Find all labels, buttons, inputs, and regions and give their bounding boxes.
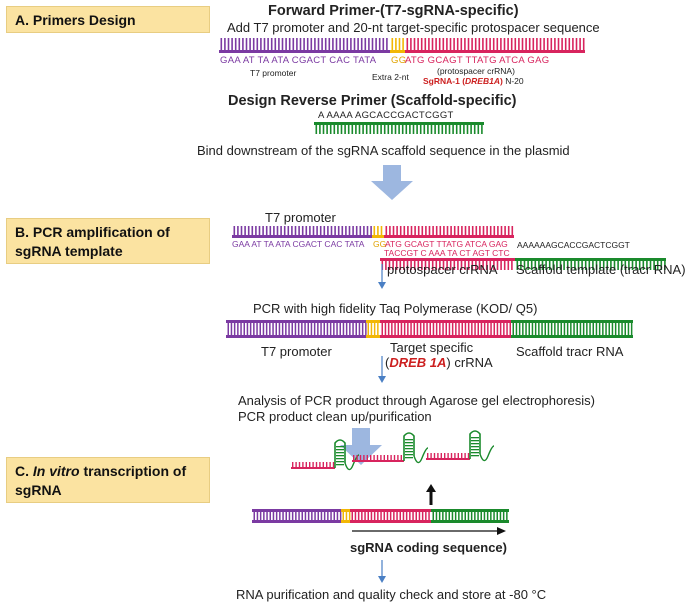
template-crrna-segment xyxy=(350,509,431,523)
amp-extra-segment xyxy=(372,226,384,238)
forward-label-extra: Extra 2-nt xyxy=(372,72,409,82)
section-c-suffix: transcription of xyxy=(79,463,187,479)
forward-seq-purple: GAA AT TA ATA CGACT CAC TATA xyxy=(220,55,377,66)
final-step-text: RNA purification and quality check and s… xyxy=(236,587,547,602)
forward-label-protospacer: (protospacer crRNA) xyxy=(437,66,515,76)
pcr-product-target-line2: (DREB 1A) crRNA xyxy=(385,355,493,370)
forward-label-sgrna: SgRNA-1 (DREB1A) N-20 xyxy=(423,76,524,86)
pcr-product-target-line1: Target specific xyxy=(390,340,474,355)
pcr-product-t7-label: T7 promoter xyxy=(261,344,332,359)
product-t7-segment xyxy=(226,320,367,338)
sgrna-gene: DREB1A xyxy=(465,76,500,86)
small-arrow-1 xyxy=(378,264,386,289)
reverse-primer-caption: Bind downstream of the sgRNA scaffold se… xyxy=(197,143,570,158)
amp-t7-segment xyxy=(232,226,372,238)
reverse-primer-strip xyxy=(314,122,484,134)
small-arrow-2 xyxy=(378,356,386,383)
small-arrow-3 xyxy=(378,560,386,583)
section-b-line1: B. PCR amplification of xyxy=(15,224,170,240)
pcr-amp-t7-label: T7 promoter xyxy=(265,210,336,225)
section-label-primers-design: A. Primers Design xyxy=(6,6,210,33)
section-a-text: A. Primers Design xyxy=(15,12,136,28)
pcr-amp-top-strip xyxy=(232,226,514,238)
section-b-line2: sgRNA template xyxy=(15,243,123,259)
pcr-amp-seq-top-pink: ATG GCAGT TTATG ATCA GAG xyxy=(385,239,508,249)
reverse-primer-title: Design Reverse Primer (Scaffold-specific… xyxy=(228,93,517,109)
section-label-in-vitro-transcription: C. In vitro transcription of sgRNA xyxy=(6,457,210,503)
fwd-protospacer-segment xyxy=(405,38,585,53)
template-scaffold-segment xyxy=(431,509,509,523)
coding-sequence-arrow xyxy=(352,527,506,535)
forward-primer-title: Forward Primer-(T7-sgRNA-specific) xyxy=(268,3,519,19)
transcription-up-arrow xyxy=(426,484,436,505)
forward-label-t7: T7 promoter xyxy=(250,68,297,78)
analysis-line1: Analysis of PCR product through Agarose … xyxy=(238,393,595,408)
down-arrow-2 xyxy=(340,428,382,465)
section-c-line1: C. In vitro transcription of xyxy=(15,462,201,481)
sgrna-product-1 xyxy=(291,439,360,471)
forward-primer-strip xyxy=(219,38,585,53)
down-arrow-1 xyxy=(371,165,413,200)
forward-primer-subtitle: Add T7 promoter and 20-nt target-specifi… xyxy=(227,20,600,35)
amp-bottom-pink-segment xyxy=(380,258,515,270)
section-c-line2: sgRNA xyxy=(15,482,62,498)
sgrna-product-2 xyxy=(352,432,429,464)
pcr-amp-bottom-strip xyxy=(380,258,666,270)
pcr-amp-scaffold-label: Scaffold template (tracr RNA) xyxy=(516,262,685,277)
sgrna-molecule-3 xyxy=(426,430,495,462)
pcr-amp-seq-top-purple: GAA AT TA ATA CGACT CAC TATA xyxy=(232,239,365,249)
sgrna-molecule-2 xyxy=(352,432,429,464)
pcr-amp-seq-bottom-green: AAAAAAGCACCGACTCGGT xyxy=(517,240,630,250)
pcr-amp-protospacer-label: protospacer crRNA xyxy=(387,262,498,277)
sgrna-n20: N-20 xyxy=(502,76,524,86)
sgrna-product-3 xyxy=(426,430,495,462)
section-c-italic: In vitro xyxy=(32,463,80,479)
product-crrna-segment xyxy=(380,320,511,338)
template-dna-strip xyxy=(252,509,509,523)
target-open: ( xyxy=(385,355,390,370)
target-close: ) crRNA xyxy=(446,355,493,370)
sgrna-suffix: ) xyxy=(499,76,503,86)
pcr-amp-seq-bottom-pink: TACCGT C AAA TA CT AGT CTC xyxy=(384,248,510,258)
fwd-extra-segment xyxy=(390,38,405,53)
analysis-line2: PCR product clean up/purification xyxy=(238,409,432,424)
amp-protospacer-segment xyxy=(384,226,514,238)
rev-scaffold-segment xyxy=(314,122,484,134)
coding-sequence-label: sgRNA coding sequence) xyxy=(350,540,507,555)
section-c-prefix: C. xyxy=(15,463,33,479)
reverse-primer-seq: A AAAA AGCACCGACTCGGT xyxy=(318,110,454,121)
pcr-product-scaffold-label: Scaffold tracr RNA xyxy=(516,344,624,359)
forward-seq-pink: ATG GCAGT TTATG ATCA GAG xyxy=(405,55,550,66)
forward-seq-yellow: GG xyxy=(391,55,407,66)
pcr-product-title: PCR with high fidelity Taq Polymerase (K… xyxy=(253,301,538,316)
sgrna-molecule-1 xyxy=(291,439,360,471)
target-gene: DREB 1A xyxy=(389,355,447,370)
sgrna-prefix: SgRNA-1 ( xyxy=(423,76,466,86)
product-extra-segment xyxy=(366,320,380,338)
product-scaffold-segment xyxy=(511,320,633,338)
pcr-amp-seq-top-yellow: GG xyxy=(373,239,387,249)
template-t7-segment xyxy=(252,509,342,523)
amp-bottom-green-segment xyxy=(515,258,666,270)
pcr-product-strip xyxy=(226,320,633,338)
section-label-pcr-amplification: B. PCR amplification of sgRNA template xyxy=(6,218,210,264)
template-extra-segment xyxy=(341,509,351,523)
fwd-t7-segment xyxy=(219,38,390,53)
